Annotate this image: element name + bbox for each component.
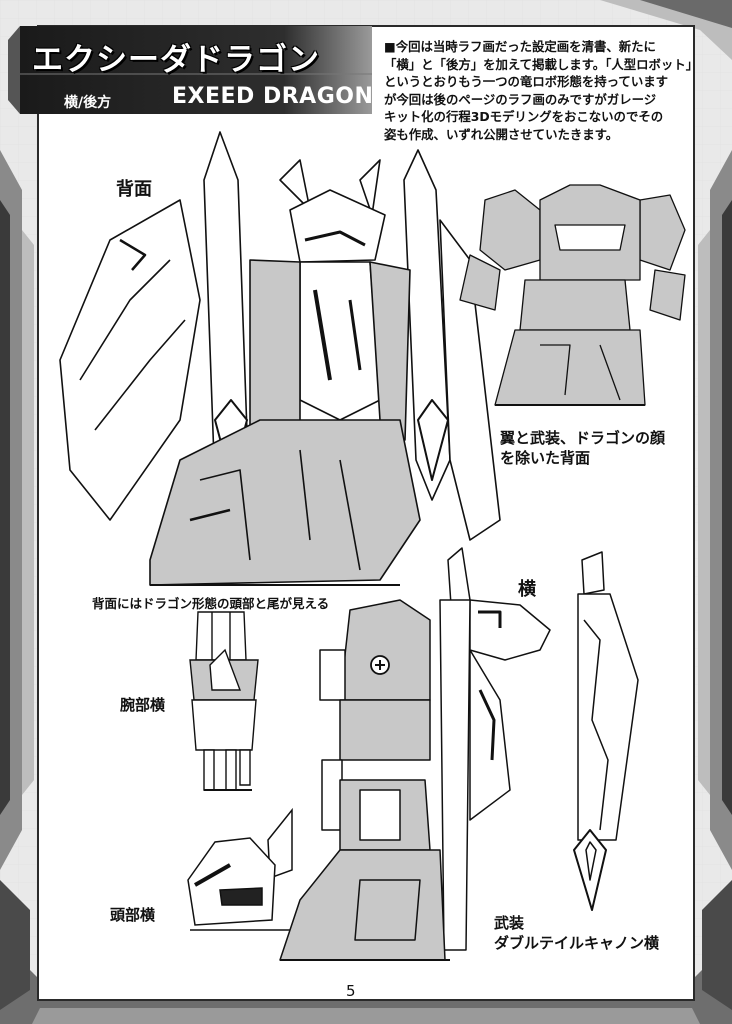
intro-line: が今回は後のページのラフ画のみですがガレージ — [384, 91, 657, 107]
intro-line: 「横」と「後方」を加えて掲載します。「人型ロボット」 — [384, 56, 699, 72]
page-subtitle: 横/後方 — [64, 95, 112, 111]
page-title-english: EXEED DRAGON — [172, 84, 374, 109]
arm-side-illustration — [189, 611, 259, 791]
label-weapon-line1: 武装 — [494, 914, 525, 932]
label-side: 横 — [518, 579, 536, 600]
label-back: 背面 — [116, 179, 152, 200]
side-view-illustration — [279, 547, 551, 961]
intro-paragraph: ■今回は当時ラフ画だった設定画を清書、新たに 「横」と「後方」を加えて掲載します… — [384, 38, 699, 144]
back-view-illustration — [59, 131, 501, 586]
label-head-side: 頭部横 — [110, 906, 156, 924]
label-arm-side: 腕部横 — [120, 696, 166, 714]
page-title: エクシーダドラゴン — [32, 42, 320, 78]
page-number: 5 — [346, 982, 356, 1000]
label-weapon-line2: ダブルテイルキャノン横 — [494, 934, 660, 952]
head-side-illustration — [187, 807, 320, 931]
label-back-no-wings-line1: 翼と武装、ドラゴンの顔 — [500, 429, 666, 447]
title-banner — [8, 26, 372, 114]
intro-line: ■今回は当時ラフ画だった設定画を清書、新たに — [384, 39, 656, 54]
intro-line: というとおりもう一つの竜ロボ形態を持っています — [384, 74, 668, 90]
label-back-no-wings-line2: を除いた背面 — [500, 449, 591, 467]
label-back-note: 背面にはドラゴン形態の頭部と尾が見える — [92, 596, 330, 611]
back-no-wings-illustration — [459, 184, 686, 406]
intro-line: キット化の行程3Dモデリングをおこないのでその — [384, 109, 664, 125]
intro-line: 姿も作成、いずれ公開させていたきます。 — [384, 126, 619, 142]
weapon-side-illustration — [573, 551, 639, 911]
